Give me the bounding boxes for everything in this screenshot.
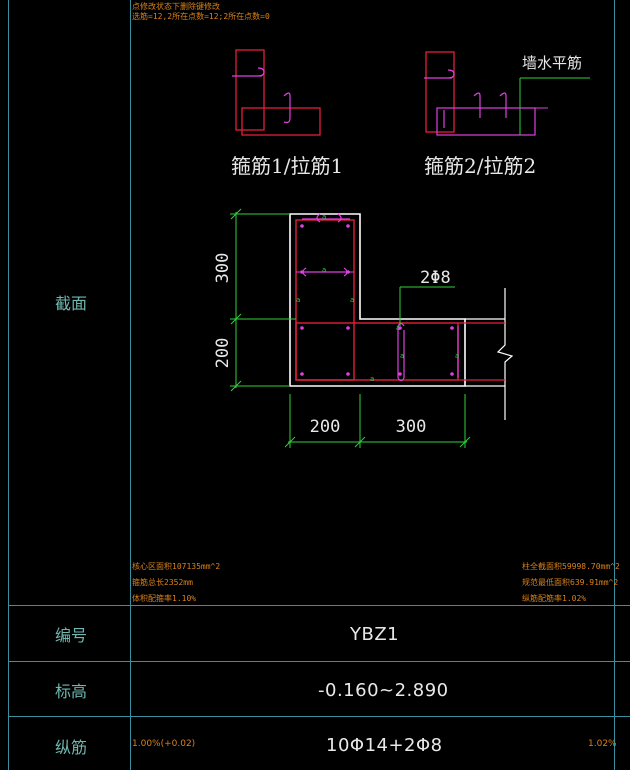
- frame-left-line: [8, 0, 9, 770]
- section-label: 截面: [55, 294, 88, 313]
- marker: a: [370, 375, 374, 383]
- stirrup-detail-1: [232, 49, 321, 136]
- frame-right-line: [614, 0, 615, 770]
- stirrup2-vertical: [425, 51, 455, 133]
- dim-200-horizontal: 200: [310, 417, 341, 437]
- vdim-tick: [230, 313, 242, 325]
- tie2-hooks: [443, 92, 507, 128]
- elevation-label: 标高: [55, 682, 88, 701]
- rebar-dots: [300, 224, 454, 376]
- row-line-1: [8, 605, 630, 606]
- vertical-dimensions: [230, 208, 296, 392]
- rebar-dot: [300, 224, 304, 228]
- elevation-value[interactable]: -0.160~2.890: [318, 680, 449, 701]
- row-line-3: [8, 716, 630, 717]
- hdim-tick: [284, 436, 296, 448]
- stirrup-detail-2: [424, 51, 590, 136]
- wall-rebar-label: 墙水平筋: [522, 54, 583, 72]
- rebar-markers: a a a a a a a a: [296, 213, 459, 383]
- bl-note-2: 箍筋总长2352mm: [132, 578, 193, 587]
- rebar-dot: [300, 326, 304, 330]
- frame-col-line: [130, 0, 131, 770]
- marker: a: [455, 352, 459, 360]
- longitudinal-value[interactable]: 10Φ14+2Φ8: [326, 735, 443, 756]
- vdim-tick: [230, 380, 242, 392]
- row-line-2: [8, 661, 630, 662]
- tie1-hook: [283, 92, 291, 124]
- long-left-note: 1.00%(+0.02): [132, 739, 196, 749]
- marker: a: [400, 352, 404, 360]
- rebar-dot: [300, 372, 304, 376]
- marker: a: [322, 266, 326, 274]
- marker: a: [350, 296, 354, 304]
- section-outline: [289, 213, 466, 387]
- rebar-dot: [450, 326, 454, 330]
- marker: a: [322, 213, 326, 221]
- stirrup1-vertical: [235, 49, 265, 131]
- marker: a: [396, 324, 400, 332]
- top-note-2: 选筋=12,2所在点数=12;2所在点数=0: [132, 12, 270, 21]
- hdim-tick: [354, 436, 366, 448]
- stirrup1-horizontal: [241, 107, 321, 136]
- dim-200-vertical: 200: [213, 338, 233, 369]
- br-note-2: 规范最低面积639.91mm^2: [522, 578, 619, 587]
- rebar-dot: [398, 326, 402, 330]
- main-section: a a a a a a a a 2Φ8: [289, 213, 514, 420]
- dim-300-vertical: 300: [213, 253, 233, 284]
- stirrup1-hook: [232, 67, 265, 77]
- br-note-1: 柱全截面积59998.70mm^2: [522, 562, 620, 571]
- tie-label: 2Φ8: [420, 268, 451, 288]
- break-line: [496, 288, 514, 420]
- bl-note-1: 核心区面积107135mm^2: [132, 562, 221, 571]
- marker: a: [296, 296, 300, 304]
- hdim-tick: [459, 436, 471, 448]
- dim-300-horizontal: 300: [396, 417, 427, 437]
- rebar-dot: [346, 326, 350, 330]
- stirrup-vertical-leg: [295, 219, 355, 381]
- bl-note-3: 体积配箍率1.10%: [132, 594, 197, 603]
- caption-stirrup-2: 箍筋2/拉筋2: [424, 154, 537, 178]
- rebar-dot: [450, 372, 454, 376]
- longitudinal-label: 纵筋: [55, 738, 88, 757]
- horizontal-dimensions: [284, 394, 471, 448]
- long-right-note: 1.02%: [588, 739, 617, 749]
- rebar-dot: [346, 224, 350, 228]
- rebar-dot: [398, 372, 402, 376]
- rebar-dot: [346, 372, 350, 376]
- vdim-tick: [230, 208, 242, 220]
- stirrup-horizontal-leg: [295, 322, 459, 381]
- rebar-dot: [300, 270, 304, 274]
- id-label: 编号: [55, 626, 88, 645]
- br-note-3: 纵筋配筋率1.02%: [522, 594, 587, 603]
- top-note-1: 点修改状态下删除键修改: [132, 2, 220, 11]
- rebar-dot: [346, 270, 350, 274]
- stirrup2-hook: [424, 69, 455, 79]
- caption-stirrup-1: 箍筋1/拉筋1: [231, 154, 344, 178]
- tie-top: [302, 213, 350, 223]
- tie-vertical-wall: [397, 322, 405, 382]
- id-value[interactable]: YBZ1: [350, 624, 400, 645]
